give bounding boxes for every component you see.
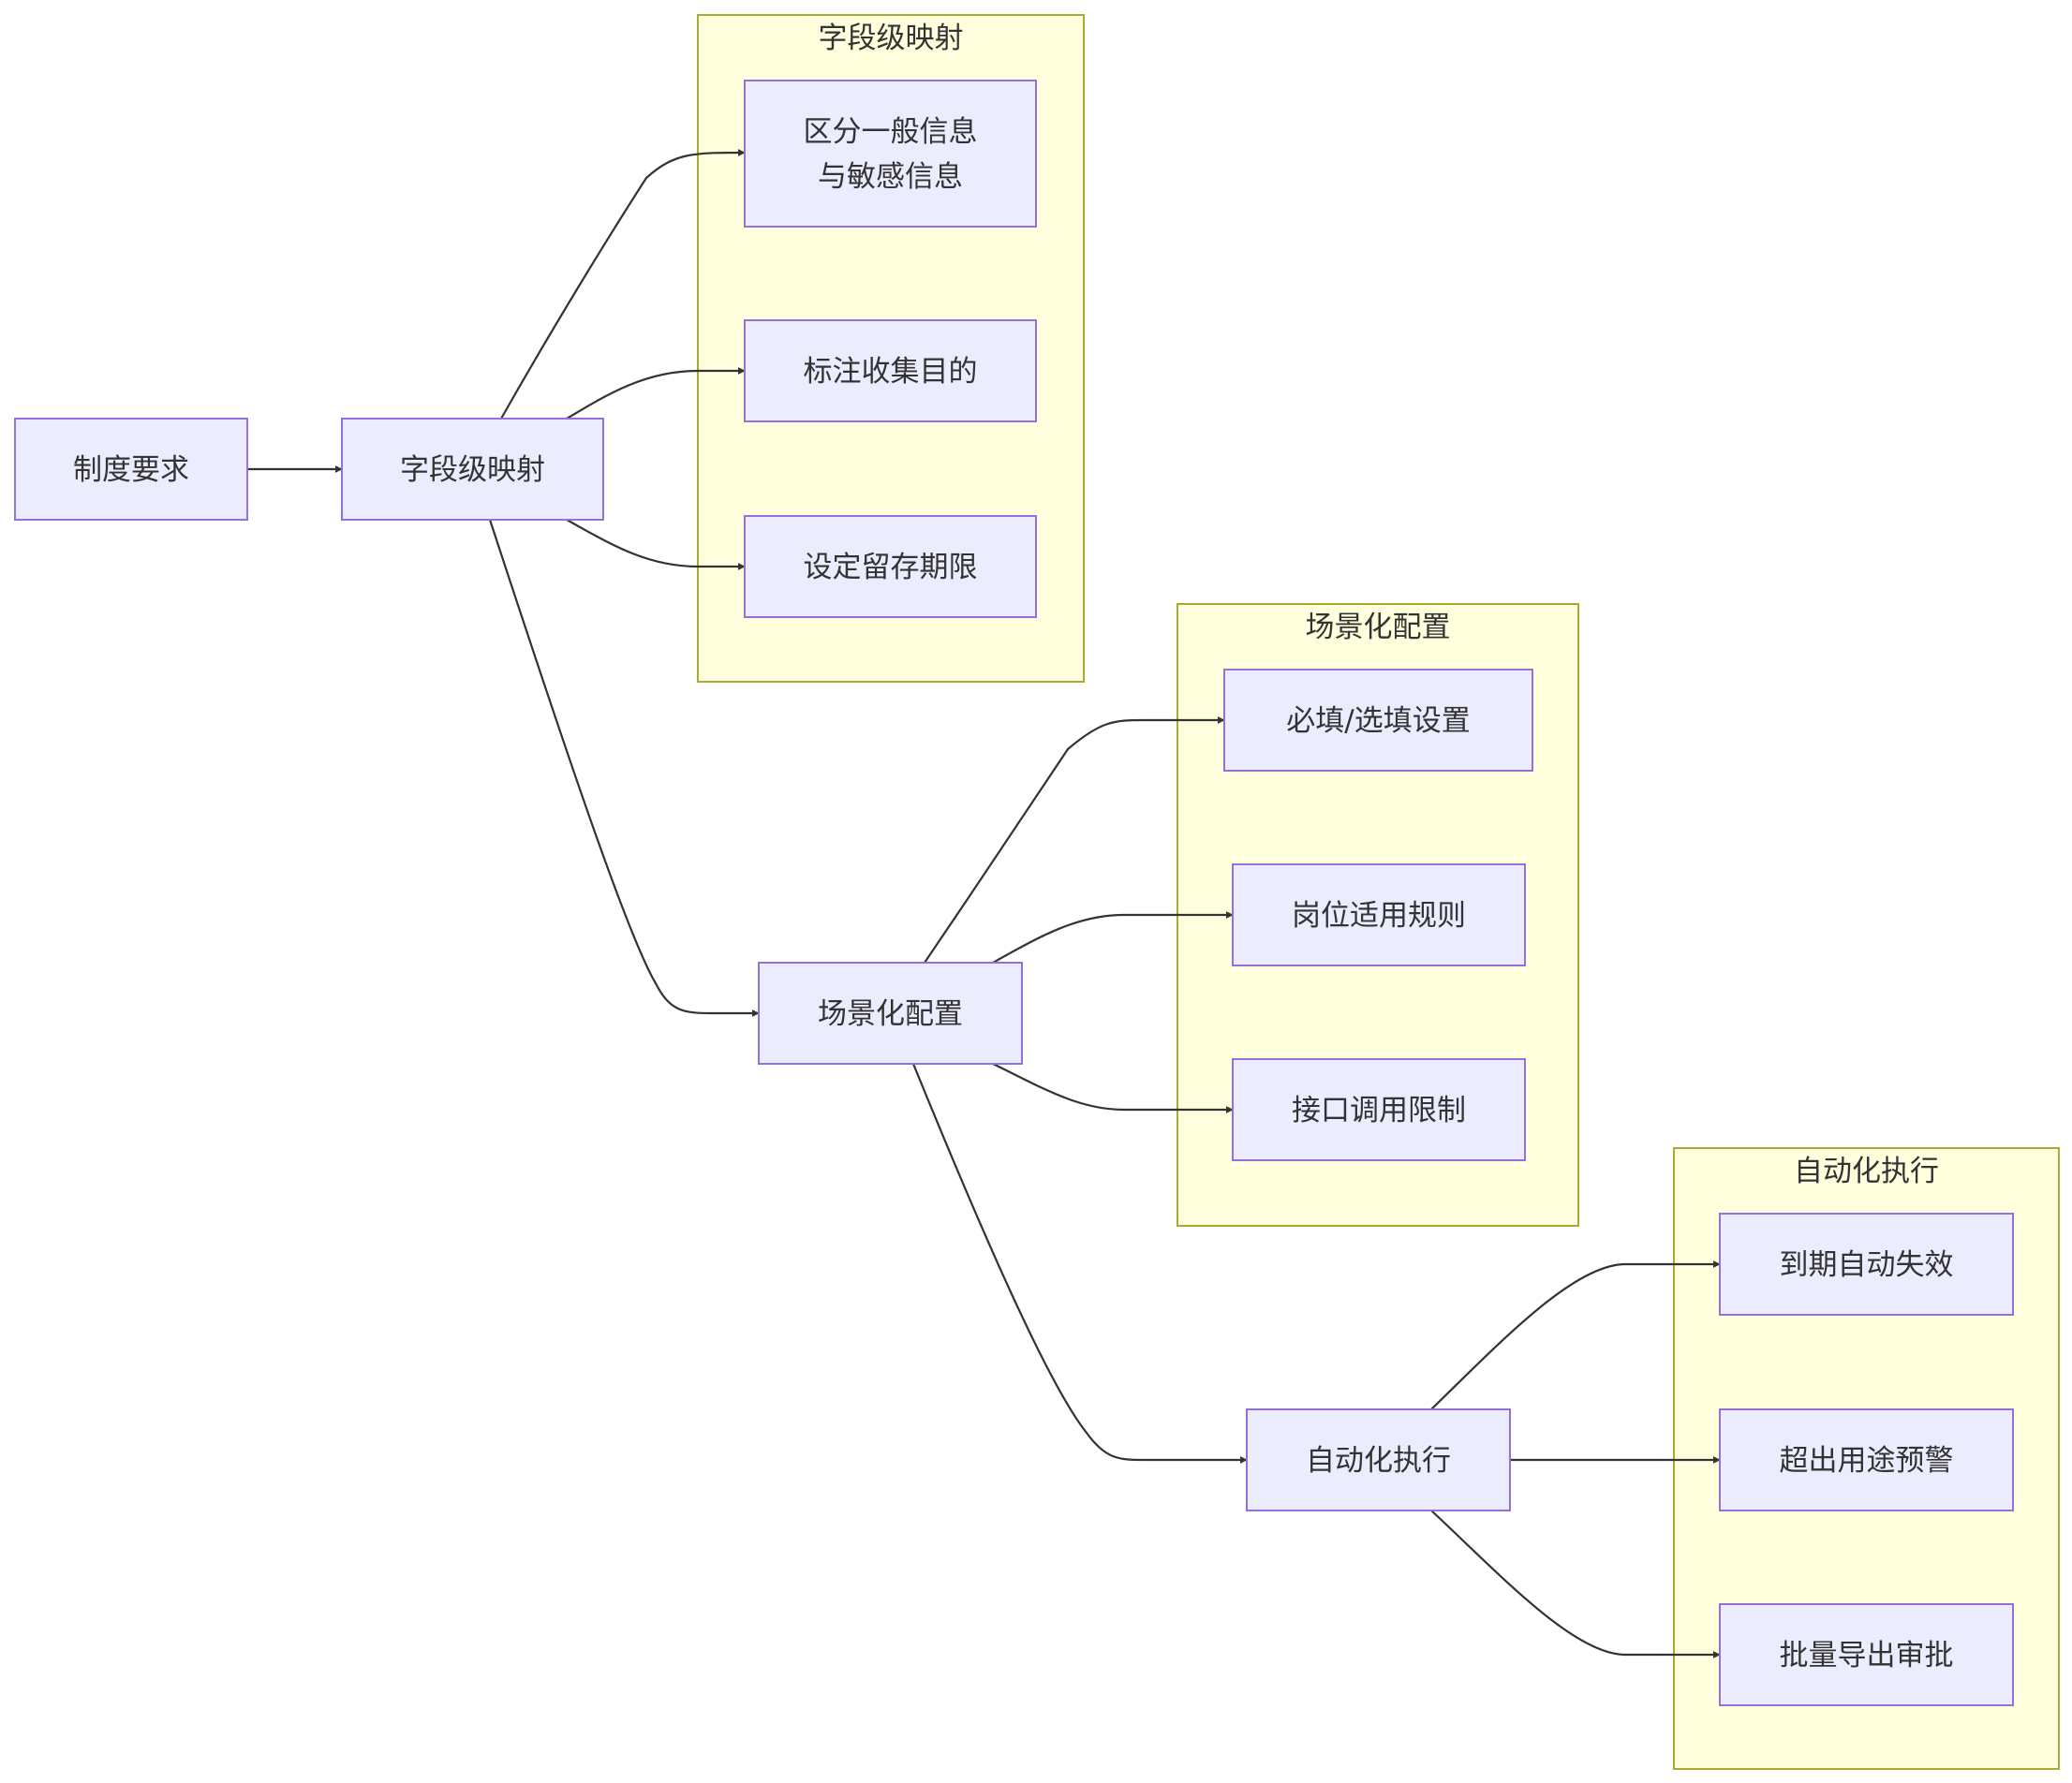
node-apilimit[interactable]: 接口调用限制: [1232, 1058, 1526, 1161]
node-box[interactable]: [1246, 1408, 1511, 1511]
node-retention[interactable]: 设定留存期限: [744, 515, 1037, 618]
node-box[interactable]: [1232, 863, 1526, 966]
node-label: 批量导出审批: [1780, 1639, 1954, 1672]
node-label: 字段级映射: [400, 453, 545, 487]
node-label: 标注收集目的: [804, 355, 978, 389]
node-expire[interactable]: 到期自动失效: [1719, 1213, 2014, 1316]
node-box[interactable]: [758, 962, 1023, 1065]
node-label: 自动化执行: [1306, 1444, 1451, 1478]
node-batchexport[interactable]: 批量导出审批: [1719, 1603, 2014, 1706]
node-box[interactable]: [744, 319, 1037, 422]
node-box[interactable]: [341, 418, 604, 521]
edge-fieldmap-to-scene: [488, 519, 760, 1017]
node-label: 与敏感信息: [818, 160, 963, 194]
node-layer: 制度要求字段级映射区分一般信息与敏感信息标注收集目的设定留存期限场景化配置必填/…: [14, 80, 2014, 1706]
edge-scene-to-apilimit: [992, 1063, 1234, 1113]
edge-fieldmap-to-retention: [566, 519, 746, 570]
node-label: 场景化配置: [818, 997, 963, 1031]
node-label: 必填/选填设置: [1286, 704, 1470, 738]
node-label: 接口调用限制: [1292, 1094, 1466, 1127]
node-label: 到期自动失效: [1780, 1248, 1954, 1282]
node-required[interactable]: 必填/选填设置: [1223, 669, 1533, 772]
cluster-title: 自动化执行: [1794, 1155, 1939, 1188]
node-box[interactable]: [1719, 1213, 2014, 1316]
edge-scene-to-rolerule: [992, 911, 1234, 964]
node-policy[interactable]: 制度要求: [14, 418, 248, 521]
node-box[interactable]: [1232, 1058, 1526, 1161]
node-label: 岗位适用规则: [1292, 899, 1466, 933]
edge-fieldmap-to-purpose: [566, 367, 746, 420]
edge-auto-to-batchexport: [1430, 1510, 1721, 1658]
node-label: 设定留存期限: [804, 551, 978, 584]
edge-fieldmap-to-distinguish: [500, 149, 746, 420]
node-box[interactable]: [1719, 1603, 2014, 1706]
node-overuse[interactable]: 超出用途预警: [1719, 1408, 2014, 1511]
node-purpose[interactable]: 标注收集目的: [744, 319, 1037, 422]
node-rolerule[interactable]: 岗位适用规则: [1232, 863, 1526, 966]
edge-layer: [247, 149, 1721, 1658]
edge-scene-to-auto: [911, 1063, 1248, 1464]
node-fieldmap[interactable]: 字段级映射: [341, 418, 604, 521]
node-box[interactable]: [14, 418, 248, 521]
cluster-title: 场景化配置: [1306, 611, 1451, 644]
edge-auto-to-expire: [1430, 1260, 1721, 1410]
node-label: 制度要求: [73, 453, 189, 487]
node-box[interactable]: [744, 515, 1037, 618]
node-label: 超出用途预警: [1780, 1444, 1954, 1478]
node-scene[interactable]: 场景化配置: [758, 962, 1023, 1065]
node-auto[interactable]: 自动化执行: [1246, 1408, 1511, 1511]
node-box[interactable]: [1223, 669, 1533, 772]
node-box[interactable]: [744, 80, 1037, 228]
edge-scene-to-required: [924, 716, 1225, 964]
node-box[interactable]: [1719, 1408, 2014, 1511]
node-label: 区分一般信息: [804, 115, 978, 149]
cluster-title: 字段级映射: [819, 22, 964, 55]
